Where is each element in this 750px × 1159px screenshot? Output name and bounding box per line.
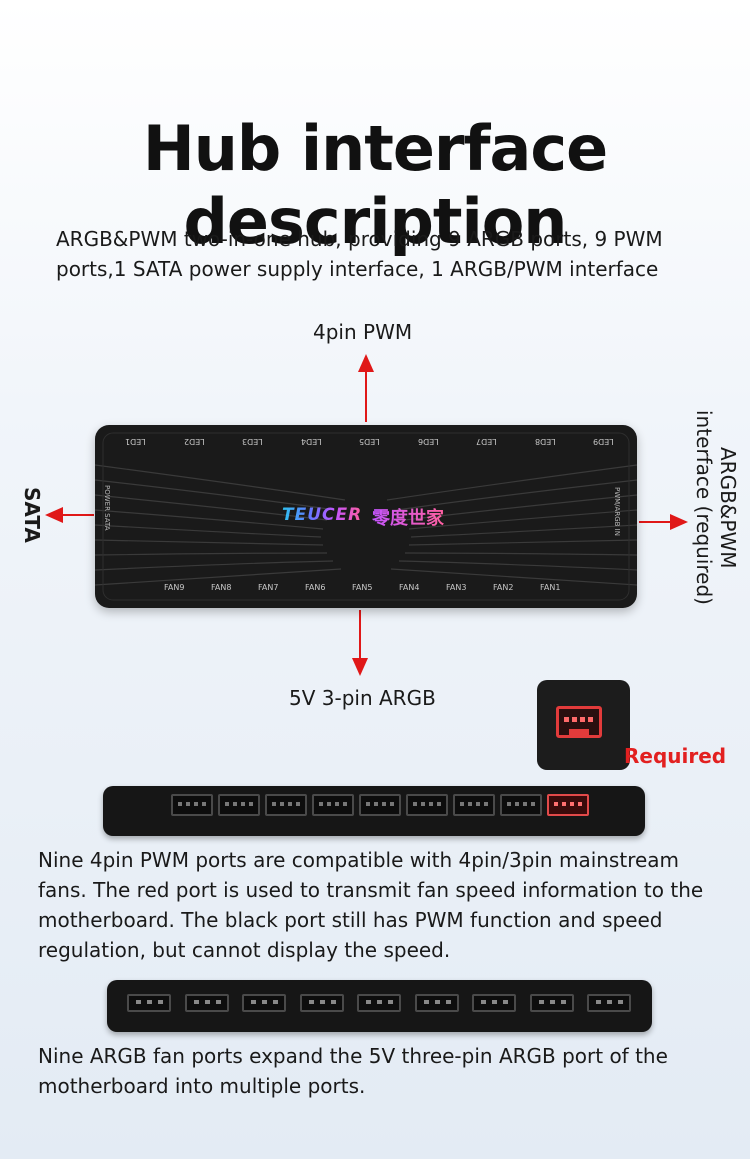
hub-power-sata-label: POWER SATA xyxy=(103,485,111,531)
hub-fan-port-label: FAN3 xyxy=(446,583,467,592)
hub-device: LED1 LED2 LED3 LED4 LED5 LED6 LED7 LED8 LED9 FAN… xyxy=(95,425,637,608)
argb-port-strip xyxy=(107,980,652,1032)
page-title: Hub interface description xyxy=(142,112,608,258)
pwm-port-red xyxy=(547,794,589,816)
pwm-port xyxy=(359,794,401,816)
pwm-port-strip xyxy=(103,786,645,836)
brand-logo-cn: 零度世家 xyxy=(372,504,444,530)
label-4pin-pwm: 4pin PWM xyxy=(313,320,413,344)
pwm-line: fans. The red port is used to transmit f… xyxy=(38,878,704,902)
hub-led-port-label: LED4 xyxy=(300,437,322,446)
red-port xyxy=(556,706,602,738)
required-label: Required xyxy=(624,744,727,768)
label-argb-pwm-line1: ARGB&PWM xyxy=(716,447,740,569)
argb-port xyxy=(127,994,171,1012)
hub-fan-port-label: FAN1 xyxy=(540,583,561,592)
argb-port xyxy=(242,994,286,1012)
hub-stripes xyxy=(95,432,637,601)
argb-port xyxy=(184,994,229,1012)
hub-led-port-label: LED9 xyxy=(593,437,614,446)
argb-port xyxy=(472,994,516,1012)
pwm-line: Nine 4pin PWM ports are compatible with … xyxy=(38,848,680,872)
argb-port xyxy=(357,994,401,1012)
pwm-port xyxy=(453,794,495,816)
pwm-port xyxy=(312,794,354,816)
hub-fan-port-label: FAN5 xyxy=(352,583,373,592)
pwm-line: regulation, but cannot display the speed… xyxy=(38,938,451,962)
hub-fan-port-label: FAN7 xyxy=(258,583,279,592)
hub-fan-port-label: FAN8 xyxy=(211,583,232,592)
argb-port xyxy=(299,994,344,1012)
hub-led-port-label: LED1 xyxy=(125,437,146,446)
argb-port xyxy=(587,994,631,1012)
argb-port xyxy=(529,994,574,1012)
pwm-port xyxy=(500,794,542,816)
pwm-description: Nine 4pin PWM ports are compatible with … xyxy=(38,845,703,965)
label-5v-argb: 5V 3-pin ARGB xyxy=(289,686,436,710)
hub-led-port-label: LED8 xyxy=(534,437,556,446)
brand-logo: TEUCER xyxy=(282,505,363,525)
pwm-port xyxy=(218,794,260,816)
hub-fan-port-label: FAN6 xyxy=(305,583,326,592)
hub-led-port-label: LED7 xyxy=(476,437,497,446)
pwm-line: motherboard. The black port still has PW… xyxy=(38,908,663,932)
hub-fan-port-label: FAN4 xyxy=(399,583,420,592)
hub-pwm-argb-in-label: PWM/ARGB IN xyxy=(613,487,621,536)
argb-port xyxy=(414,994,459,1012)
pwm-port xyxy=(265,794,307,816)
hub-led-port-label: LED2 xyxy=(183,437,205,446)
pwm-port xyxy=(406,794,448,816)
argb-line: motherboard into multiple ports. xyxy=(38,1074,366,1098)
hub-fan-port-label: FAN2 xyxy=(493,583,514,592)
argb-line: Nine ARGB fan ports expand the 5V three-… xyxy=(38,1044,668,1068)
intro-text: ARGB&PWM two-in-one hub, providing 9 ARG… xyxy=(56,224,716,284)
label-argb-pwm-line2: interface (required) xyxy=(692,410,716,605)
hub-fan-port-label: FAN9 xyxy=(164,583,185,592)
hub-led-port-label: LED6 xyxy=(417,437,439,446)
pwm-port xyxy=(171,794,213,816)
required-port-zoom xyxy=(537,680,630,770)
label-sata: SATA xyxy=(20,487,44,543)
intro-line: ARGB&PWM two-in-one hub, providing 9 ARG… xyxy=(56,227,663,251)
hub-led-port-label: LED3 xyxy=(242,437,263,446)
intro-line: ports,1 SATA power supply interface, 1 A… xyxy=(56,257,659,281)
argb-description: Nine ARGB fan ports expand the 5V three-… xyxy=(38,1041,668,1101)
hub-led-port-label: LED5 xyxy=(359,437,380,446)
